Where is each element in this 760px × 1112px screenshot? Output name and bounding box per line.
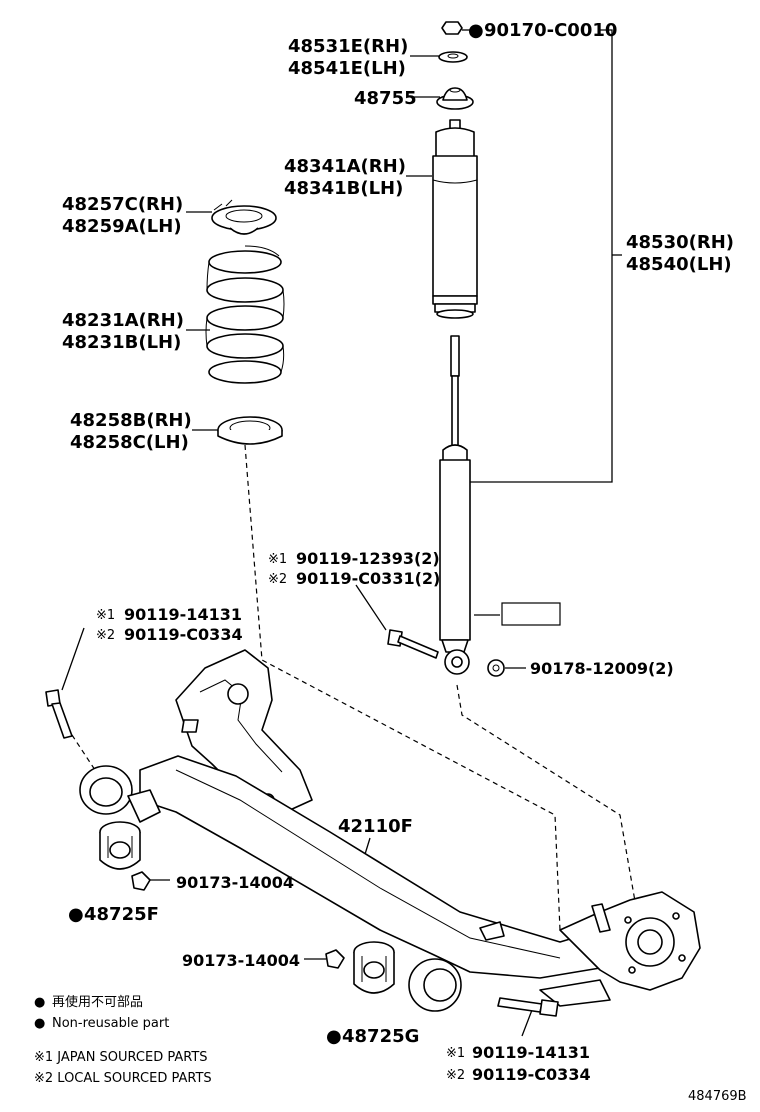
bolt-12393 xyxy=(387,629,439,659)
label-48540: 48540(LH) xyxy=(626,254,732,275)
legend-note-1: ※1 JAPAN SOURCED PARTS xyxy=(34,1050,208,1065)
nut-top xyxy=(441,21,463,35)
legend-note-2: ※2 LOCAL SOURCED PARTS xyxy=(34,1071,212,1086)
shock-absorber-48530 xyxy=(439,335,471,675)
bolt-14131-right xyxy=(497,997,559,1017)
label-14131-a: 90119-14131 xyxy=(124,605,242,624)
bushing-48725F xyxy=(99,821,141,870)
nut-90173-left xyxy=(131,871,151,891)
label-48231b: 48231B(LH) xyxy=(62,332,181,353)
label-48530: 48530(RH) xyxy=(626,232,734,253)
dot-90170: ● xyxy=(468,20,484,41)
label-48259: 48259A(LH) xyxy=(62,216,182,237)
figure-id: 484769B xyxy=(688,1089,747,1104)
label-C0331: 90119-C0331(2) xyxy=(296,569,440,588)
bolt-14131-left xyxy=(45,689,73,739)
label-48725F: 48725F xyxy=(84,904,159,925)
label-48531: 48531E(RH) xyxy=(288,36,408,57)
note-mark-1c: ※1 xyxy=(446,1046,465,1061)
mount-48755 xyxy=(436,87,474,110)
seat-48258 xyxy=(217,416,283,445)
label-48258b: 48258B(RH) xyxy=(70,410,192,431)
label-48725G: 48725G xyxy=(342,1026,419,1047)
label-48341b: 48341B(LH) xyxy=(284,178,403,199)
label-48341a: 48341A(RH) xyxy=(284,156,406,177)
nut-90173-right xyxy=(325,949,345,969)
part-labels: ● 90170-C0010 48531E(RH) 48541E(LH) 4875… xyxy=(62,20,734,1084)
label-14004-a: 90173-14004 xyxy=(176,873,294,892)
coil-spring-48231 xyxy=(205,245,285,384)
label-14004-b: 90173-14004 xyxy=(182,951,300,970)
washer-48531 xyxy=(438,51,468,63)
note-mark-2b: ※2 xyxy=(96,628,115,643)
legend-en: Non-reusable part xyxy=(52,1016,169,1031)
label-42110F: 42110F xyxy=(338,816,413,837)
legend-dot-en: ● xyxy=(34,1016,45,1031)
label-48257: 48257C(RH) xyxy=(62,194,183,215)
nut-90178 xyxy=(487,659,505,677)
dashed-lines xyxy=(71,444,641,931)
dot-48725G: ● xyxy=(326,1026,342,1047)
note-mark-2a: ※2 xyxy=(268,572,287,587)
bushing-48725G xyxy=(353,941,395,994)
legend-dot-jp: ● xyxy=(34,995,45,1010)
axle-beam-42110F xyxy=(79,649,701,1012)
mark-box xyxy=(501,602,561,626)
label-48258c: 48258C(LH) xyxy=(70,432,189,453)
dot-48725F: ● xyxy=(68,904,84,925)
label-90170: 90170-C0010 xyxy=(484,20,617,41)
label-C0334-b: 90119-C0334 xyxy=(472,1065,591,1084)
label-12393: 90119-12393(2) xyxy=(296,549,440,568)
label-14131-b: 90119-14131 xyxy=(472,1043,590,1062)
legend: ● 再使用不可部品 ● Non-reusable part ※1 JAPAN S… xyxy=(34,994,212,1086)
seat-48257 xyxy=(211,199,277,235)
note-mark-1a: ※1 xyxy=(268,552,287,567)
label-C0334-a: 90119-C0334 xyxy=(124,625,243,644)
label-48231a: 48231A(RH) xyxy=(62,310,184,331)
label-12009: 90178-12009(2) xyxy=(530,659,674,678)
label-48541: 48541E(LH) xyxy=(288,58,406,79)
note-mark-1b: ※1 xyxy=(96,608,115,623)
label-48755: 48755 xyxy=(354,88,417,109)
boot-48341 xyxy=(432,119,478,319)
legend-jp: 再使用不可部品 xyxy=(52,994,143,1010)
note-mark-2c: ※2 xyxy=(446,1068,465,1083)
